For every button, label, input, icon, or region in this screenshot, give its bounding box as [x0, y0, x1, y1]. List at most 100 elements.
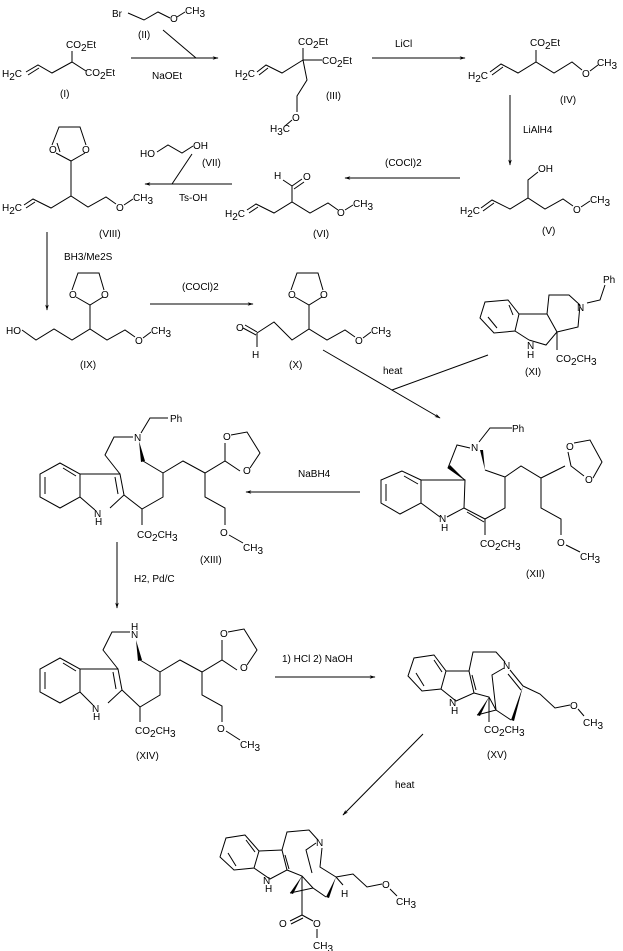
compound-label-I: (I)	[60, 89, 69, 100]
reaction-step-3: LiAlH4	[508, 95, 553, 166]
atom-o: O	[220, 629, 228, 640]
reagent-licl: LiCl	[395, 39, 412, 50]
group-ch3: CH3	[597, 58, 617, 72]
atom-o: O	[82, 145, 90, 156]
atom-o: O	[303, 172, 311, 183]
atom-o: O	[220, 528, 228, 539]
group-ho: HO	[6, 326, 21, 337]
reagent-cocl2: (COCl)2	[182, 282, 219, 293]
group-co2et: CO2Et	[530, 38, 560, 52]
atom-o: O	[223, 432, 231, 443]
atom-o: O	[582, 69, 590, 80]
atom-o: O	[240, 663, 248, 674]
reagent-label: (II)	[138, 30, 150, 41]
atom-n: N	[92, 704, 99, 715]
atom-oh: OH	[193, 141, 208, 152]
reaction-step-9: NaBH4	[245, 469, 360, 494]
group-ch3: CH3	[590, 195, 610, 209]
atom-o: O	[313, 919, 321, 930]
group-h3c: H3C	[270, 124, 290, 138]
compound-V: H2C OH O CH3 (V)	[460, 164, 610, 237]
atom-h2c: H2C	[235, 69, 255, 83]
compound-XI: N Ph N H CO2CH3 (XI)	[479, 275, 615, 378]
atom-o: O	[170, 14, 178, 25]
atom-o: O	[382, 880, 390, 891]
group-co2ch3: CO2CH3	[556, 354, 597, 368]
atom-n: N	[131, 630, 138, 641]
reaction-step-11: 1) HCl 2) NaOH	[275, 654, 376, 679]
compound-label-IV: (IV)	[560, 95, 576, 106]
group-co2ch3: CO2CH3	[484, 725, 525, 739]
atom-n: N	[503, 661, 510, 672]
compound-IX: O O HO O CH3 (IX)	[6, 272, 171, 371]
reagent-tsoh: Ts-OH	[179, 193, 207, 204]
compound-label-XIV: (XIV)	[136, 751, 159, 762]
compound-label-XV: (XV)	[487, 750, 507, 761]
reaction-arrow	[322, 349, 441, 419]
atom-h: H	[95, 517, 102, 528]
group-oh: OH	[538, 164, 553, 175]
atom-o: O	[570, 701, 578, 712]
compound-X: O O O H O CH3 (X)	[236, 272, 391, 371]
atom-h2c: H2C	[2, 203, 22, 217]
atom-n: N	[577, 303, 584, 314]
reagent-h2-pdc: H2, Pd/C	[134, 574, 175, 585]
atom-o: O	[585, 475, 593, 486]
compound-label-XIII: (XIII)	[200, 555, 222, 566]
atom-o: O	[355, 336, 363, 347]
group-co2ch3: CO2CH3	[137, 530, 178, 544]
atom-h: H	[131, 622, 138, 633]
reaction-step-7: (COCl)2	[150, 282, 254, 306]
group-ch3: CH3	[371, 326, 391, 340]
group-ph: Ph	[512, 424, 524, 435]
reaction-step-8: heat	[322, 349, 489, 419]
reagent-hcl-naoh: 1) HCl 2) NaOH	[282, 654, 353, 665]
atom-h2c: H2C	[225, 209, 245, 223]
atom-o: O	[337, 208, 345, 219]
atom-o: O	[69, 290, 77, 301]
reagent-label: (VII)	[202, 158, 221, 169]
compound-XII: N H N Ph CO2CH3 O O O CH3 (XII)	[380, 424, 603, 580]
group-ch3: CH3	[353, 199, 373, 213]
atom-o: O	[217, 724, 225, 735]
atom-o: O	[292, 113, 300, 124]
atom-n: N	[439, 514, 446, 525]
atom-h: H	[441, 523, 448, 534]
reagent-heat: heat	[395, 780, 415, 791]
atom-h: H	[341, 889, 348, 900]
atom-n: N	[134, 433, 141, 444]
reaction-step-10: H2, Pd/C	[115, 542, 175, 609]
atom-h: H	[527, 350, 534, 361]
atom-n: N	[527, 341, 534, 352]
compound-XV: N H N O CH3 CO2CH3 (XV)	[407, 651, 603, 761]
reagent-lialh4: LiAlH4	[523, 125, 553, 136]
group-ch3: CH3	[580, 552, 600, 566]
compound-III: H2C CO2Et CO2Et O H3C (III)	[235, 37, 352, 138]
atom-n: N	[471, 443, 478, 454]
compound-XIV: N H H N CO2CH3 O O O CH3 (XIV)	[39, 622, 260, 762]
atom-h: H	[274, 171, 281, 182]
group-co2et: CO2Et	[85, 68, 115, 82]
atom-br: Br	[112, 9, 123, 20]
compound-VIII: O O H2C O CH3 (VIII)	[2, 126, 153, 240]
atom-o: O	[49, 145, 57, 156]
compound-label-XII: (XII)	[526, 569, 545, 580]
atom-n: N	[94, 509, 101, 520]
atom-h2c: H2C	[2, 69, 22, 83]
atom-h: H	[265, 884, 272, 895]
reagent-nabh4: NaBH4	[298, 469, 331, 480]
compound-XIII: N H N Ph CO2CH3 O O O CH3 (XIII)	[39, 414, 263, 566]
reagent-heat: heat	[383, 366, 403, 377]
group-co2et: CO2Et	[298, 37, 328, 51]
atom-o: O	[573, 205, 581, 216]
reaction-step-12: heat	[342, 733, 424, 816]
reaction-step-2: LiCl	[372, 39, 466, 60]
group-ch3: CH3	[313, 941, 333, 951]
compound-label-VI: (VI)	[313, 229, 329, 240]
atom-n: N	[449, 698, 456, 709]
atom-h2c: H2C	[468, 71, 488, 85]
atom-o: O	[279, 919, 287, 930]
compound-IV: H2C CO2Et O CH3 (IV)	[468, 38, 617, 106]
group-co2ch3: CO2CH3	[135, 726, 176, 740]
group-ch3: CH3	[243, 543, 263, 557]
